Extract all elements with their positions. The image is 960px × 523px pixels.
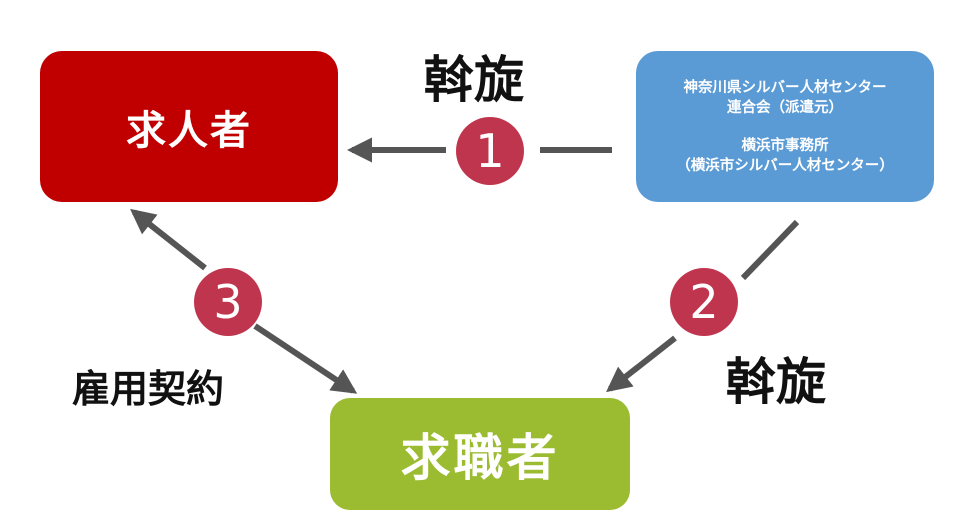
- arrow-agency-to-seeker-head: [606, 335, 677, 393]
- step-3-number: 3: [213, 275, 243, 329]
- step-3-badge: 3: [194, 268, 262, 336]
- arrow-seeker-to-employer: [130, 208, 207, 271]
- agency-line-1: 神奈川県シルバー人材センター: [683, 79, 887, 96]
- step-1-number: 1: [475, 124, 505, 178]
- employer-label: 求人者: [126, 107, 252, 154]
- step-1-label: 斡旋: [424, 51, 524, 109]
- arrow-employer-to-seeker: [253, 323, 358, 394]
- step-3-label: 雇用契約: [72, 367, 225, 411]
- step-2-label: 斡旋: [726, 353, 826, 411]
- step-2-badge: 2: [670, 268, 738, 336]
- step-2-number: 2: [689, 275, 719, 329]
- agency-line-4: （横浜市シルバー人材センター）: [676, 157, 894, 174]
- seeker-box: 求職者: [330, 398, 630, 510]
- arrow-agency-to-seeker: [740, 219, 800, 281]
- step-1-badge: 1: [456, 117, 524, 185]
- seeker-label: 求職者: [400, 429, 560, 487]
- agency-line-3: 横浜市事務所: [741, 137, 829, 154]
- employer-box: 求人者: [40, 51, 338, 202]
- agency-line-2: 連合会（派遣元）: [727, 99, 843, 116]
- agency-box: 神奈川県シルバー人材センター 連合会（派遣元） 横浜市事務所 （横浜市シルバー人…: [636, 51, 934, 202]
